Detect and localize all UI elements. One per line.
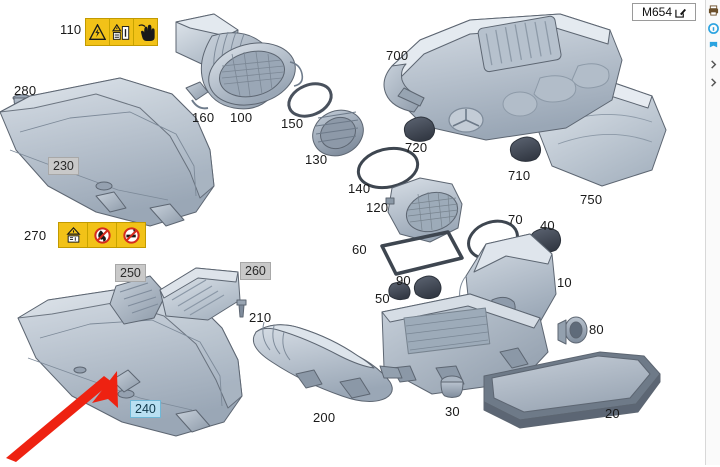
callout-tag-240-selected[interactable]: 240 — [130, 400, 161, 418]
part-50-rubber-mount — [388, 281, 411, 301]
part-210-screw — [236, 299, 247, 318]
part-720-rubber-mount — [403, 116, 436, 142]
callout-50: 50 — [375, 291, 390, 306]
red-highlight-arrow — [0, 368, 140, 462]
callout-720: 720 — [405, 140, 428, 155]
callout-160: 160 — [192, 110, 215, 125]
part-120-resonator — [385, 177, 463, 243]
callout-750: 750 — [580, 192, 603, 207]
read-manual-warning-icon — [59, 223, 88, 247]
callout-30: 30 — [445, 404, 460, 419]
part-30-grommet — [440, 375, 464, 398]
part-20-air-filter-element — [483, 351, 661, 429]
part-140-oval-gasket — [356, 146, 420, 190]
chevron-right-icon[interactable] — [708, 75, 719, 87]
part-130-bellows-hose — [312, 109, 364, 157]
callout-100: 100 — [230, 110, 253, 125]
high-voltage-warning-icon — [86, 19, 110, 45]
callout-tag-250[interactable]: 250 — [115, 264, 146, 282]
callout-20: 20 — [605, 406, 620, 421]
no-smoking-prohibition-icon — [117, 223, 145, 247]
callout-150: 150 — [281, 116, 304, 131]
part-700-engine-cover — [383, 13, 623, 141]
callout-80: 80 — [589, 322, 604, 337]
part-60-rect-gasket — [380, 230, 464, 276]
callout-200: 200 — [313, 410, 336, 425]
engine-code-value: M654 — [641, 5, 673, 19]
callout-270: 270 — [24, 228, 47, 243]
part-200-intake-hose — [252, 321, 403, 402]
hand-glove-warning-icon — [134, 19, 157, 45]
callout-90: 90 — [396, 273, 411, 288]
engine-code-box[interactable]: M654 — [632, 3, 696, 21]
callout-700: 700 — [386, 48, 409, 63]
part-710-rubber-mount — [509, 136, 542, 162]
callout-40: 40 — [540, 218, 555, 233]
callout-120: 120 — [366, 200, 389, 215]
pencil-edit-icon[interactable] — [675, 7, 687, 18]
part-250-duct — [109, 275, 167, 325]
no-open-flame-prohibition-icon — [88, 223, 117, 247]
right-toolbar — [705, 0, 720, 465]
part-80-outlet-collar — [557, 316, 588, 345]
part-230-cowl-panel — [0, 77, 215, 227]
callout-210: 210 — [249, 310, 272, 325]
callout-280: 280 — [14, 83, 37, 98]
callout-710: 710 — [508, 168, 531, 183]
warning-decal-270 — [58, 222, 146, 248]
part-150-seal-ring — [287, 82, 333, 118]
callout-10: 10 — [557, 275, 572, 290]
read-manual-warning-icon — [110, 19, 134, 45]
callout-70: 70 — [508, 212, 523, 227]
callout-130: 130 — [305, 152, 328, 167]
warning-decal-110 — [85, 18, 158, 46]
part-260-ribbed-cover — [159, 267, 241, 321]
callout-140: 140 — [348, 181, 371, 196]
callout-tag-260[interactable]: 260 — [240, 262, 271, 280]
callout-60: 60 — [352, 242, 367, 257]
callout-110: 110 — [60, 22, 82, 37]
exploded-view-artwork — [0, 13, 667, 437]
bookmark-flag-icon[interactable] — [708, 39, 719, 50]
part-100-intake-duct — [175, 13, 304, 110]
chevron-right-icon[interactable] — [708, 57, 719, 69]
info-circle-icon[interactable] — [707, 21, 719, 34]
print-icon[interactable] — [708, 3, 719, 16]
mercedes-star-emblem — [448, 107, 484, 133]
callout-tag-230[interactable]: 230 — [48, 157, 79, 175]
part-90-rubber-mount — [413, 275, 442, 300]
